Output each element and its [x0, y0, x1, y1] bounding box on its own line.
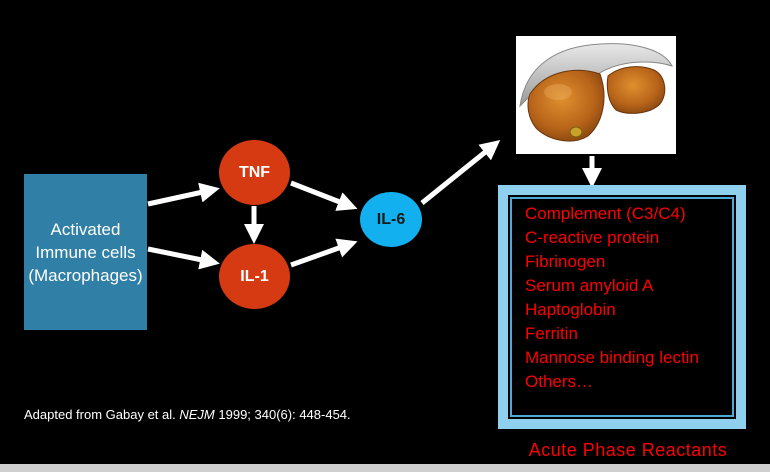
citation-suffix: 1999; 340(6): 448-454.: [214, 407, 351, 422]
list-item: Mannose binding lectin: [525, 348, 699, 367]
tnf-label: TNF: [238, 163, 271, 181]
arrow-il6-to-liver: [420, 139, 501, 205]
il1-label: IL-1: [240, 267, 269, 285]
list-item: Fibrinogen: [525, 252, 606, 271]
list-item: Serum amyloid A: [525, 276, 654, 295]
liver-icon: [519, 43, 673, 142]
arrow-immune-to-il1: [147, 246, 220, 270]
arrow-il1-to-il6: [290, 238, 358, 268]
list-item: Complement (C3/C4): [525, 204, 686, 223]
il6-label: IL-6: [376, 210, 406, 228]
liver-image: [516, 36, 676, 154]
acute-phase-reactants-box: Complement (C3/C4) C-reactive protein Fi…: [498, 185, 746, 429]
list-item: Others…: [525, 372, 594, 391]
list-item: Ferritin: [525, 324, 578, 343]
citation: Adapted from Gabay et al. NEJM 1999; 340…: [24, 407, 351, 422]
reactant-list: Complement (C3/C4) C-reactive protein Fi…: [525, 202, 699, 394]
immune-cells-line3: (Macrophages): [28, 265, 143, 285]
list-item: C-reactive protein: [525, 228, 660, 247]
tnf-node: TNF: [219, 140, 290, 205]
immune-cells-line2: Immune cells: [35, 242, 136, 262]
bottom-strip: [0, 464, 770, 472]
citation-journal: NEJM: [179, 407, 215, 422]
il6-node: IL-6: [360, 192, 422, 247]
immune-cells-box: Activated Immune cells (Macrophages): [24, 174, 147, 330]
arrow-tnf-to-il6: [290, 180, 358, 211]
citation-prefix: Adapted from Gabay et al.: [24, 407, 180, 422]
il1-node: IL-1: [219, 244, 290, 309]
list-item: Haptoglobin: [525, 300, 616, 319]
reactants-caption: Acute Phase Reactants: [528, 440, 728, 460]
immune-cells-line1: Activated: [50, 219, 121, 239]
arrow-immune-to-tnf: [147, 182, 220, 207]
